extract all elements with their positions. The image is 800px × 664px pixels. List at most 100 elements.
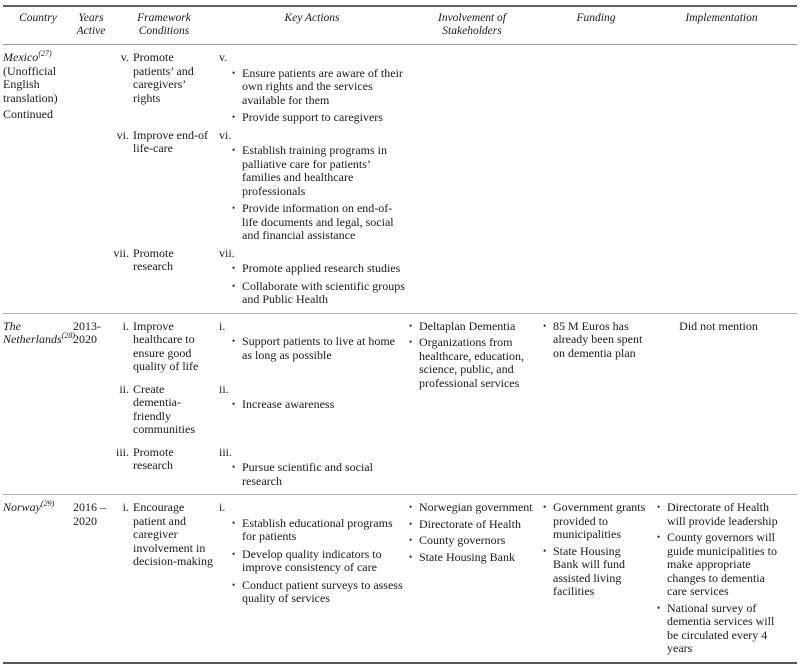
framework-number: i.: [122, 318, 129, 333]
action-text: Increase awareness: [242, 397, 335, 411]
country-cell: Norway(29): [3, 499, 73, 656]
framework-number: v.: [120, 50, 129, 64]
framework-item: iii. Promote research: [109, 444, 219, 473]
stakeholder-text: State Housing Bank: [419, 549, 515, 564]
keyactions-number: ii.: [219, 381, 229, 396]
framework-number: iii.: [115, 444, 129, 459]
action-item: • Ensure patients are aware of their own …: [232, 65, 405, 108]
header-involvement-of-stakeholders: Involvement of Stakeholders: [437, 12, 506, 37]
stakeholders-cell: •Norwegian government • Directorate of He…: [405, 500, 539, 656]
framework-text: Improve healthcare to ensure good qualit…: [133, 318, 199, 373]
action-item: •Pursue scientific and social research: [232, 460, 405, 488]
framework-section-vi: vi. Improve end-of life-care vi. • Establ…: [109, 127, 405, 243]
funding-cell: [539, 51, 653, 307]
dementia-plans-table: Country Years Active Framework Condition…: [3, 5, 797, 664]
framework-item: vii. Promote research: [109, 245, 219, 274]
bullet-icon: •: [409, 535, 413, 545]
framework-section-ii: ii. Create dementia-friendly communities…: [109, 381, 405, 437]
framework-item: i. Encourage patient and caregiver invol…: [109, 500, 219, 569]
country-name: Mexico(27): [3, 49, 52, 64]
framework-section-i: i. Encourage patient and caregiver invol…: [109, 500, 405, 606]
bullet-icon: •: [543, 502, 547, 512]
framework-keyactions-cell: v. Promote patients’ and caregivers’ rig…: [109, 50, 405, 307]
header-framework-conditions: Framework Conditions: [137, 12, 191, 37]
framework-text: Improve end-of life-care: [133, 127, 208, 155]
framework-number: vi.: [116, 127, 129, 142]
header-implementation: Implementation: [685, 12, 758, 24]
implementation-text: Directorate of Health will provide leade…: [667, 500, 778, 528]
keyactions-item: v. •Ensure patients are aware of their o…: [219, 50, 405, 125]
framework-section-vii: vii. Promote research vii. •Promote appl…: [109, 245, 405, 307]
bullet-icon: •: [232, 280, 236, 291]
bullet-icon: •: [409, 337, 413, 347]
stakeholders-cell: [405, 51, 539, 307]
stakeholder-text: Deltaplan Dementia: [419, 318, 516, 333]
framework-item: i. Improve healthcare to ensure good qua…: [109, 318, 219, 374]
bullet-icon: •: [232, 399, 236, 409]
framework-number: ii.: [119, 381, 129, 396]
row-netherlands: The Netherlands(28) 2013-2020 i. Improve…: [3, 314, 797, 495]
framework-keyactions-cell: i. Encourage patient and caregiver invol…: [109, 500, 405, 656]
framework-keyactions-cell: i. Improve healthcare to ensure good qua…: [109, 318, 405, 489]
action-text: Provide information on end-of-life docum…: [242, 201, 394, 242]
bullet-icon: •: [232, 336, 236, 346]
action-text: Establish training programs in palliativ…: [242, 143, 387, 198]
framework-text: Promote patients’ and caregivers’ rights: [133, 50, 194, 105]
funding-cell: • Government grants provided to municipal…: [539, 500, 653, 656]
reference-superscript: (27): [38, 49, 52, 58]
stakeholder-item: • Organizations from healthcare, educatio…: [409, 335, 533, 390]
stakeholder-text: Organizations from healthcare, education…: [419, 335, 524, 390]
stakeholder-item: •State Housing Bank: [409, 549, 533, 565]
header-country: Country: [19, 12, 57, 24]
framework-text: Promote research: [133, 444, 174, 472]
implementation-item: •County governors will guide municipalit…: [657, 530, 784, 599]
framework-number: vii.: [113, 245, 129, 260]
bullet-icon: •: [409, 320, 413, 331]
stakeholder-item: • County governors: [409, 533, 533, 548]
action-item: •Provide support to caregivers: [232, 110, 405, 125]
funding-cell: •85 M Euros has already been spent on de…: [539, 319, 653, 489]
funding-text: State Housing Bank will fund assisted li…: [553, 543, 625, 598]
action-text: Support patients to live at home as long…: [242, 334, 395, 362]
keyactions-item: ii. • Increase awareness: [219, 381, 405, 412]
action-item: • Support patients to live at home as lon…: [232, 334, 405, 362]
bullet-icon: •: [232, 517, 236, 528]
stakeholder-item: •Norwegian government: [409, 500, 533, 515]
framework-text: Promote research: [133, 245, 174, 273]
stakeholder-item: • Directorate of Health: [409, 516, 533, 532]
stakeholder-text: County governors: [419, 533, 506, 547]
bullet-icon: •: [232, 203, 236, 213]
table-header: Country Years Active Framework Condition…: [3, 7, 797, 45]
bullet-icon: •: [232, 462, 236, 472]
bullet-icon: •: [657, 602, 661, 613]
keyactions-number: vi.: [219, 127, 232, 142]
country-name: The Netherlands(28): [3, 318, 75, 346]
bullet-icon: •: [232, 145, 236, 155]
funding-text: Government grants provided to municipali…: [553, 500, 646, 541]
header-years-active: Years Active: [76, 12, 106, 37]
years-active-cell: 2016 – 2020: [73, 500, 106, 528]
action-text: Develop quality indicators to improve co…: [242, 546, 382, 574]
bullet-icon: •: [232, 67, 236, 78]
reference-superscript: (29): [41, 499, 55, 508]
bullet-icon: •: [543, 320, 547, 331]
funding-item: • State Housing Bank will fund assisted l…: [543, 543, 647, 599]
framework-section-iii: iii. Promote research iii. •Pursue scien…: [109, 444, 405, 489]
bullet-icon: •: [543, 545, 547, 556]
implementation-text: National survey of dementia services wil…: [667, 600, 775, 655]
action-text: Ensure patients are aware of their own r…: [242, 65, 403, 107]
action-item: • Provide information on end-of-life docu…: [232, 201, 405, 243]
country-name: Norway(29): [3, 499, 55, 514]
keyactions-number: vii.: [219, 245, 235, 260]
bullet-icon: •: [409, 518, 413, 529]
country-cell: The Netherlands(28): [3, 318, 75, 489]
bullet-icon: •: [657, 502, 661, 512]
country-note: (Unofficial English translation): [3, 63, 58, 105]
row-mexico: Mexico(27) (Unofficial English translati…: [3, 45, 797, 314]
framework-text: Create dementia-friendly communities: [133, 381, 195, 436]
stakeholders-cell: • Deltaplan Dementia • Organizations from …: [405, 318, 539, 489]
years-active-cell: [73, 51, 109, 307]
keyactions-item: iii. •Pursue scientific and social resea…: [219, 445, 405, 489]
framework-section-i: i. Improve healthcare to ensure good qua…: [109, 318, 405, 374]
stakeholder-text: Directorate of Health: [419, 516, 521, 531]
